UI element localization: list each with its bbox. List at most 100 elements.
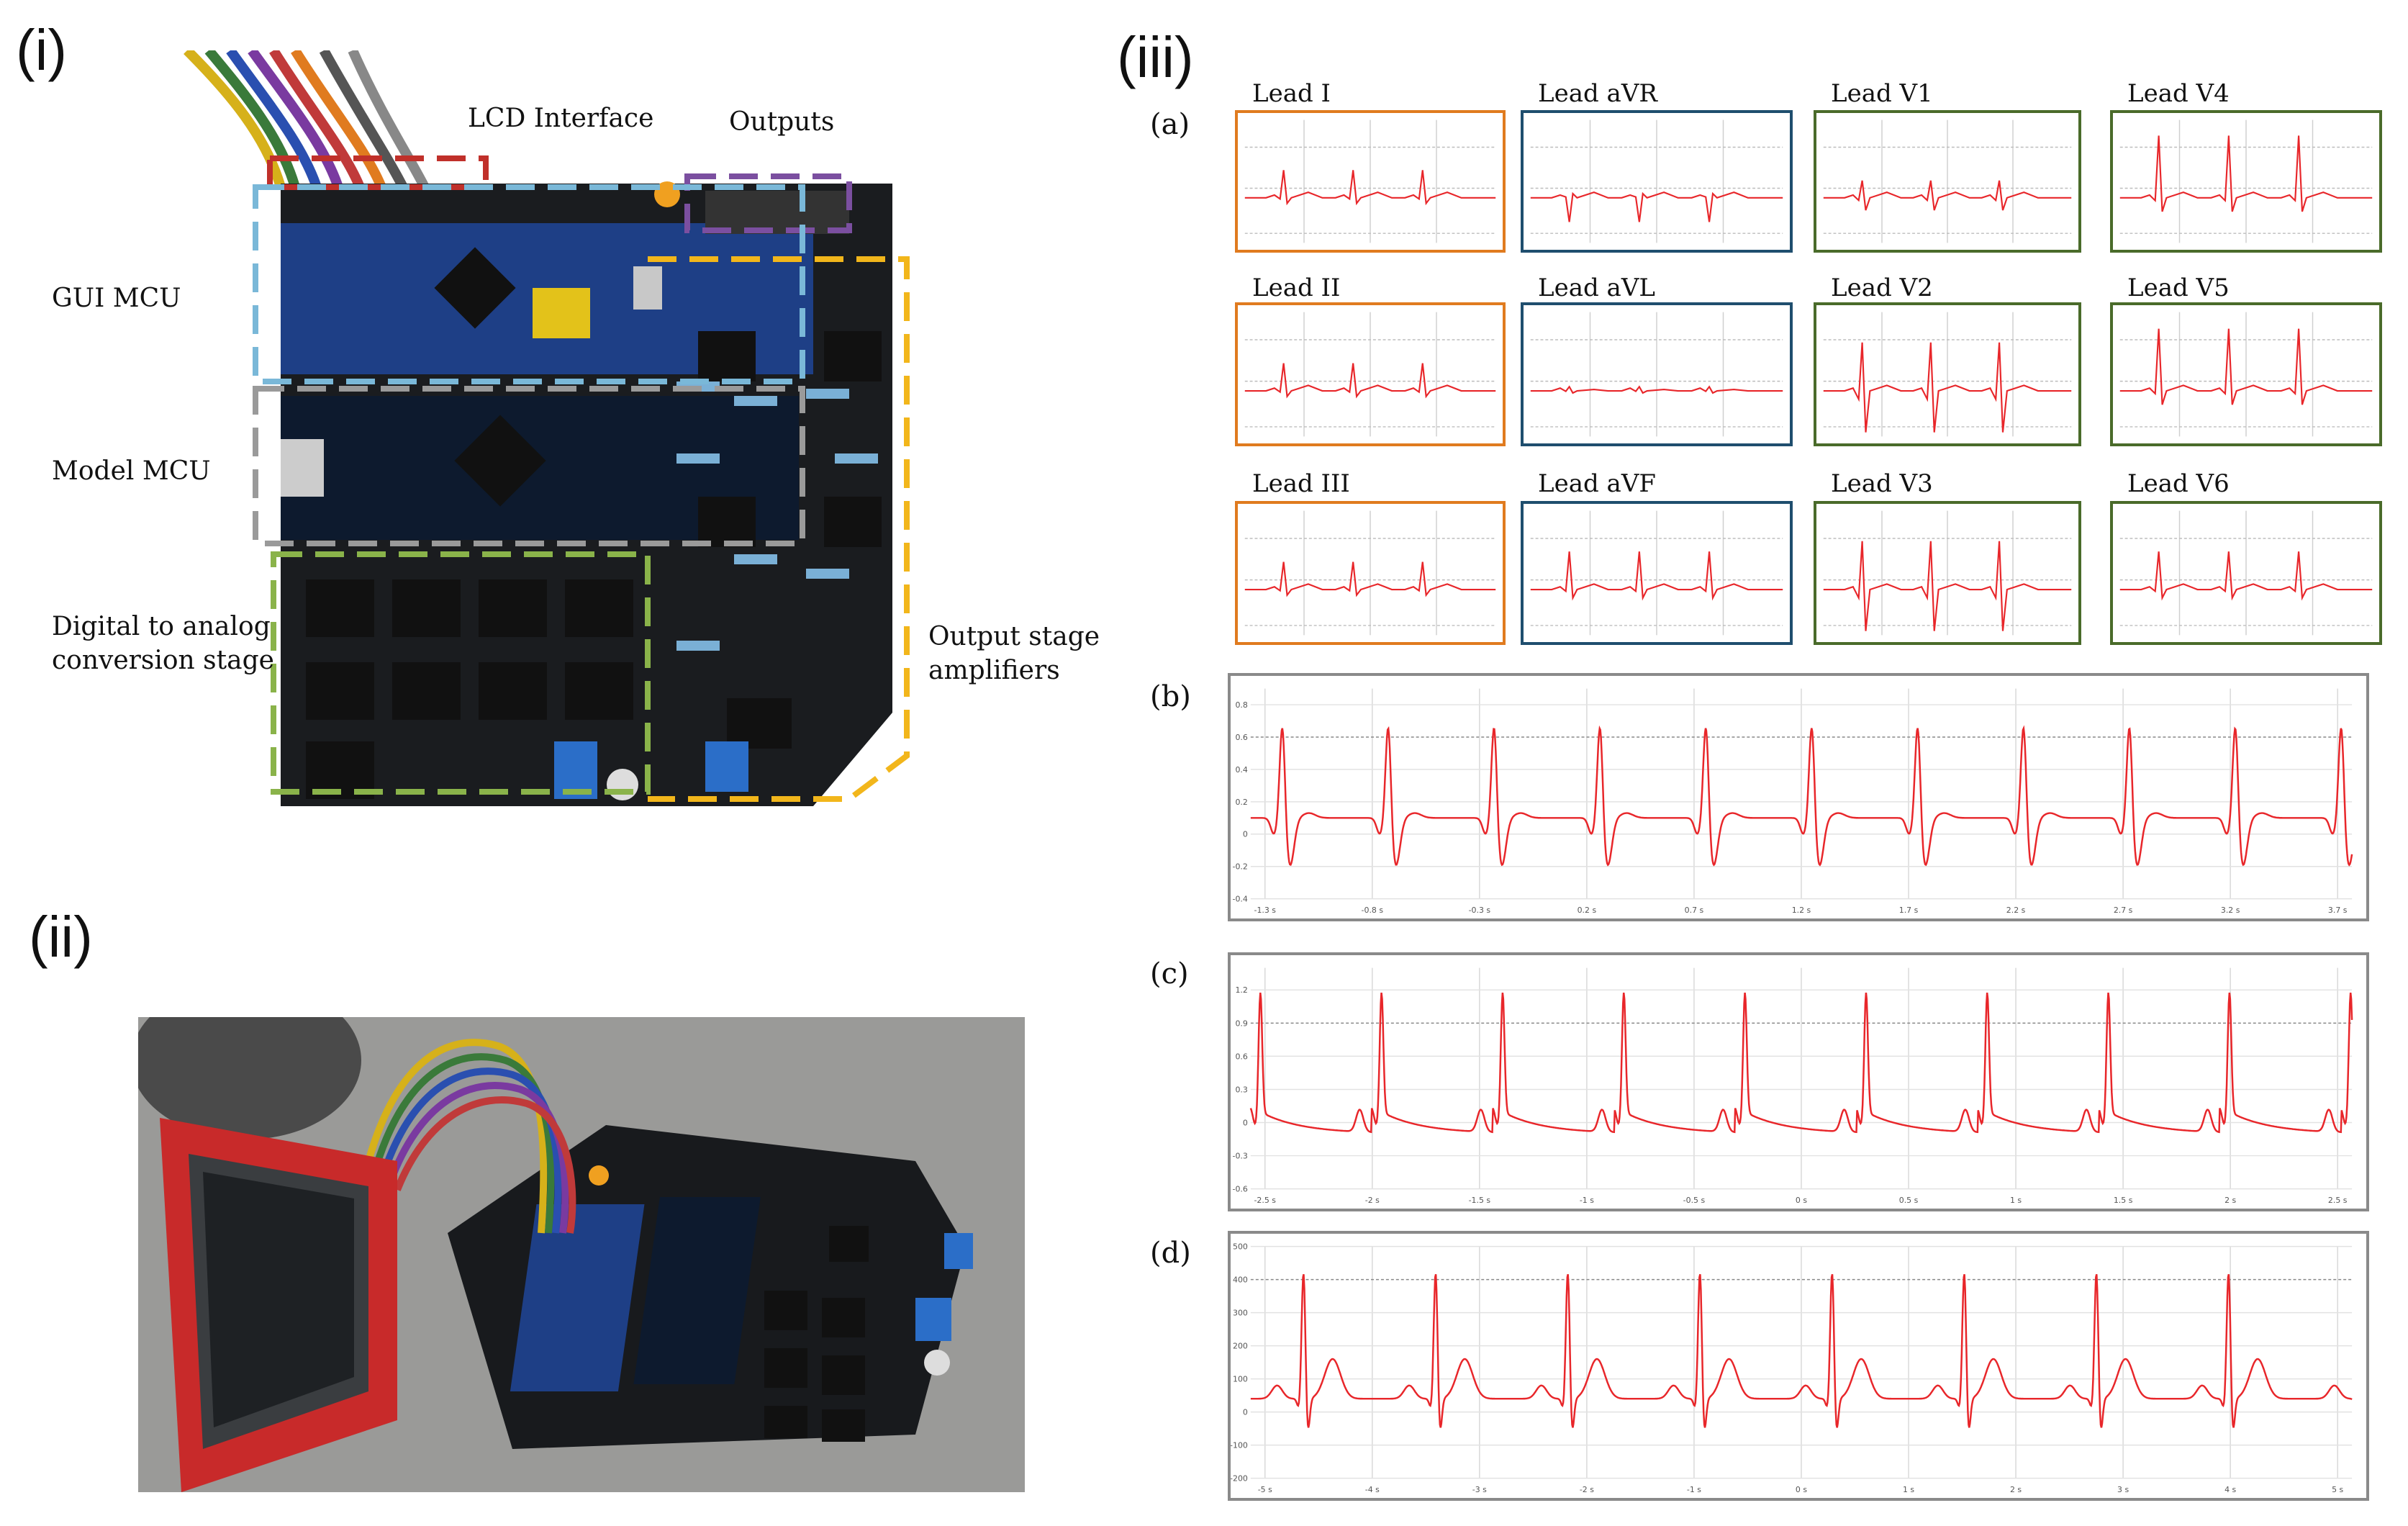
ecg-trace — [1244, 170, 1496, 206]
y-tick-label: -200 — [1231, 1474, 1248, 1484]
gui-mcu-label: GUI MCU — [52, 284, 181, 313]
ecg-trace — [1249, 992, 2353, 1134]
x-tick-label: 2 s — [2010, 1485, 2022, 1494]
lead-ecg-box — [1235, 501, 1506, 645]
y-tick-label: 100 — [1233, 1375, 1248, 1384]
x-tick-label: 3 s — [2117, 1485, 2129, 1494]
x-tick-label: 1 s — [1903, 1485, 1914, 1494]
x-tick-label: 2.5 s — [2328, 1196, 2348, 1205]
x-tick-label: 0.5 s — [1899, 1196, 1919, 1205]
x-tick-label: 5 s — [2332, 1485, 2343, 1494]
x-tick-label: 2 s — [2224, 1196, 2236, 1205]
y-tick-label: 0.3 — [1235, 1085, 1247, 1094]
sub-label-c: (c) — [1150, 957, 1189, 990]
x-tick-label: -2 s — [1580, 1485, 1594, 1494]
x-tick-label: 0 s — [1796, 1196, 1807, 1205]
output-amp-label: Output stage amplifiers — [928, 620, 1100, 688]
model-mcu-label: Model MCU — [52, 456, 211, 486]
x-tick-label: -0.3 s — [1469, 906, 1491, 915]
y-tick-label: 0.2 — [1235, 798, 1247, 807]
x-tick-label: -4 s — [1365, 1485, 1380, 1494]
ecg-trace — [1823, 541, 2072, 631]
panel-label-ii: (ii) — [29, 905, 93, 969]
y-tick-label: -0.2 — [1233, 862, 1248, 872]
y-tick-label: 0.4 — [1235, 765, 1247, 775]
dac-stage-label: Digital to analog conversion stage — [52, 610, 274, 678]
x-tick-label: 3.7 s — [2328, 906, 2348, 915]
lead-title: Lead V1 — [1831, 79, 1933, 108]
output-amp-line2: amplifiers — [928, 655, 1060, 685]
y-tick-label: 0 — [1243, 1408, 1248, 1417]
x-tick-label: 0.7 s — [1685, 906, 1704, 915]
y-tick-label: 0 — [1243, 1119, 1248, 1128]
lead-title: Lead II — [1252, 274, 1341, 302]
x-tick-label: -3 s — [1472, 1485, 1487, 1494]
lead-title: Lead III — [1252, 469, 1350, 498]
ecg-trace — [1530, 191, 1783, 222]
lead-title: Lead V2 — [1831, 274, 1933, 302]
x-tick-label: 1.2 s — [1792, 906, 1811, 915]
outputs-label: Outputs — [729, 107, 835, 137]
x-tick-label: -2.5 s — [1254, 1196, 1276, 1205]
lead-ecg-box — [1235, 302, 1506, 446]
y-tick-label: 500 — [1233, 1242, 1248, 1252]
lead-ecg-box — [1521, 110, 1793, 253]
x-tick-label: 2.7 s — [2114, 906, 2133, 915]
device-with-lcd-photo — [138, 1017, 1025, 1492]
ecg-trace — [1250, 725, 2353, 867]
y-tick-label: 200 — [1233, 1342, 1248, 1351]
x-tick-label: 0 s — [1796, 1485, 1807, 1494]
y-tick-label: 0.8 — [1235, 700, 1247, 710]
lcd-interface-label: LCD Interface — [468, 104, 654, 133]
x-tick-label: 2.2 s — [2006, 906, 2026, 915]
lead-ecg-box — [1521, 501, 1793, 645]
x-tick-label: 1.7 s — [1899, 906, 1919, 915]
y-tick-label: -100 — [1231, 1441, 1248, 1450]
x-tick-label: -1 s — [1687, 1485, 1701, 1494]
output-amp-line1: Output stage — [928, 622, 1100, 651]
x-tick-label: -0.8 s — [1362, 906, 1384, 915]
lead-title: Lead V4 — [2127, 79, 2230, 108]
lead-ecg-box — [1814, 501, 2081, 645]
x-tick-label: 3.2 s — [2221, 906, 2240, 915]
ecg-trace — [1244, 561, 1496, 597]
lead-title: Lead V6 — [2127, 469, 2230, 498]
lead-ecg-box — [1521, 302, 1793, 446]
y-tick-label: -0.6 — [1233, 1185, 1248, 1194]
lead-ecg-box — [2110, 110, 2382, 253]
y-tick-label: 300 — [1233, 1309, 1248, 1318]
x-tick-label: -1.5 s — [1469, 1196, 1491, 1205]
y-tick-label: 400 — [1233, 1276, 1248, 1285]
lead-ecg-box — [2110, 302, 2382, 446]
y-tick-label: -0.3 — [1233, 1152, 1248, 1161]
lead-ecg-box — [1235, 110, 1506, 253]
x-tick-label: -2 s — [1365, 1196, 1380, 1205]
lead-title: Lead V3 — [1831, 469, 1933, 498]
x-tick-label: 4 s — [2224, 1485, 2236, 1494]
lead-ecg-box — [1814, 302, 2081, 446]
ecg-trace — [2119, 328, 2373, 405]
ecg-trace — [1823, 180, 2072, 211]
y-tick-label: 0.6 — [1235, 1052, 1247, 1061]
panel-label-iii: (iii) — [1117, 25, 1194, 89]
y-tick-label: 0.6 — [1235, 733, 1247, 742]
y-tick-label: 0 — [1243, 830, 1248, 839]
dac-stage-line1: Digital to analog — [52, 612, 271, 641]
y-tick-label: -0.4 — [1233, 895, 1248, 904]
ecg-trace — [1244, 363, 1496, 399]
x-tick-label: -1 s — [1580, 1196, 1594, 1205]
y-tick-label: 0.9 — [1235, 1019, 1247, 1028]
dac-stage-line2: conversion stage — [52, 645, 274, 675]
lead-title: Lead aVL — [1538, 274, 1655, 302]
ecg-trace — [2119, 551, 2373, 601]
x-tick-label: 0.2 s — [1578, 906, 1597, 915]
x-tick-label: -1.3 s — [1254, 906, 1277, 915]
lead-title: Lead aVR — [1538, 79, 1657, 108]
panel-label-i: (i) — [16, 18, 68, 82]
x-tick-label: 1 s — [2010, 1196, 2022, 1205]
sub-label-d: (d) — [1150, 1237, 1191, 1270]
ecg-trace — [2119, 135, 2373, 212]
pcb-board-photo — [144, 50, 957, 849]
